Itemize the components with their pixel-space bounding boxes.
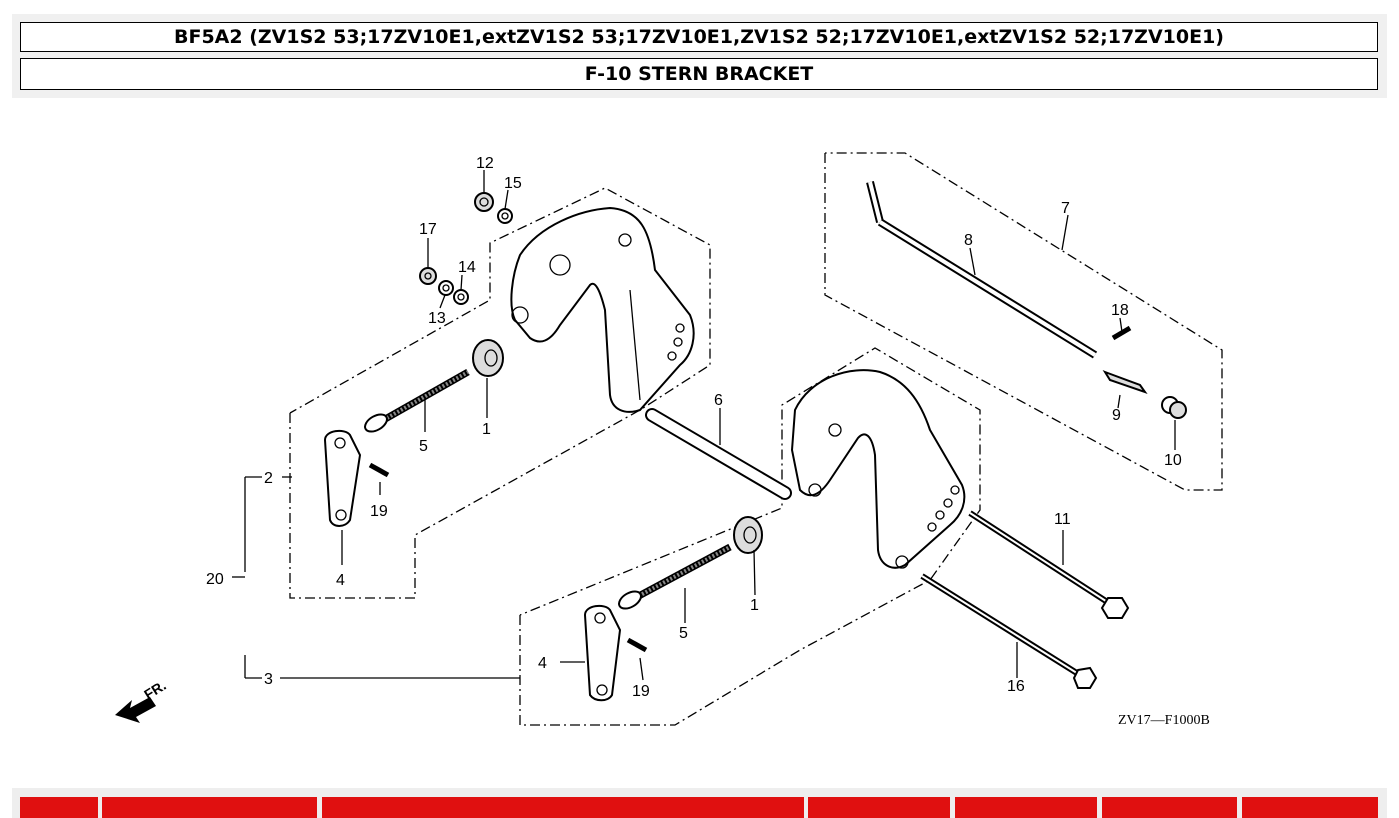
bolt-11 xyxy=(968,510,1130,619)
callout-20: 20 xyxy=(206,571,224,588)
callout-5-upper: 5 xyxy=(419,438,428,455)
callout-13: 13 xyxy=(428,310,446,327)
pin-19-lower xyxy=(626,637,648,653)
upper-stern-bracket xyxy=(510,206,695,413)
callout-18: 18 xyxy=(1111,302,1129,319)
nut-17 xyxy=(419,267,437,285)
callout-10: 10 xyxy=(1164,452,1182,469)
table-header-cell xyxy=(1102,797,1237,818)
callout-17: 17 xyxy=(419,221,437,238)
callout-14: 14 xyxy=(458,259,476,276)
clamp-pad-1-upper xyxy=(472,339,504,377)
callout-6: 6 xyxy=(714,392,723,409)
grip-10 xyxy=(1161,396,1187,419)
callout-4-lower: 4 xyxy=(538,655,547,672)
callout-2: 2 xyxy=(264,470,273,487)
thrust-rod-6 xyxy=(645,408,792,500)
table-header-cell xyxy=(955,797,1097,818)
washer-15 xyxy=(497,208,513,224)
clamp-lever-4-upper xyxy=(323,429,362,527)
pin-18 xyxy=(1111,325,1132,341)
callout-7: 7 xyxy=(1061,200,1070,217)
washer-13 xyxy=(438,280,454,296)
leader-lines xyxy=(232,170,1176,681)
direction-label: FR. xyxy=(141,677,169,703)
callout-15: 15 xyxy=(504,175,522,192)
table-header-cell xyxy=(102,797,317,818)
front-direction-arrow-icon: FR. xyxy=(115,677,169,723)
model-title: BF5A2 (ZV1S2 53;17ZV10E1,extZV1S2 53;17Z… xyxy=(20,22,1378,52)
callout-5-lower: 5 xyxy=(679,625,688,642)
pin-19-upper xyxy=(368,462,390,478)
upper-assembly-boundary xyxy=(289,187,711,599)
bolt-16 xyxy=(920,573,1098,689)
clamp-pad-1-lower xyxy=(733,516,763,554)
rod-set-boundary xyxy=(824,152,1223,491)
table-header-cell xyxy=(322,797,804,818)
table-header-cell xyxy=(20,797,98,818)
clamp-screw-5-upper xyxy=(364,368,470,433)
callout-4-upper: 4 xyxy=(336,572,345,589)
spring-9 xyxy=(1102,370,1148,394)
callout-19-lower: 19 xyxy=(632,683,650,700)
callout-16: 16 xyxy=(1007,678,1025,695)
callout-3: 3 xyxy=(264,671,273,688)
callout-8: 8 xyxy=(964,232,973,249)
callout-1-upper: 1 xyxy=(482,421,491,438)
table-header-cell xyxy=(1242,797,1378,818)
callout-11: 11 xyxy=(1054,511,1071,528)
callout-19-upper: 19 xyxy=(370,503,388,520)
section-title: F-10 STERN BRACKET xyxy=(20,58,1378,90)
parts-diagram: .ln { stroke: #000; stroke-width: 1.3; f… xyxy=(0,110,1399,770)
callout-12: 12 xyxy=(476,155,494,172)
washer-14 xyxy=(453,289,469,305)
callout-9: 9 xyxy=(1112,407,1121,424)
nut-12 xyxy=(474,192,494,212)
figure-code: ZV17—F1000B xyxy=(1118,713,1210,728)
lower-assembly-boundary xyxy=(519,347,981,726)
callout-1-lower: 1 xyxy=(750,597,759,614)
tilt-rod-8 xyxy=(866,181,1098,359)
lower-stern-bracket xyxy=(790,369,966,569)
table-header-cell xyxy=(808,797,950,818)
clamp-lever-4-lower xyxy=(583,604,622,702)
clamp-screw-5-lower xyxy=(618,543,732,610)
